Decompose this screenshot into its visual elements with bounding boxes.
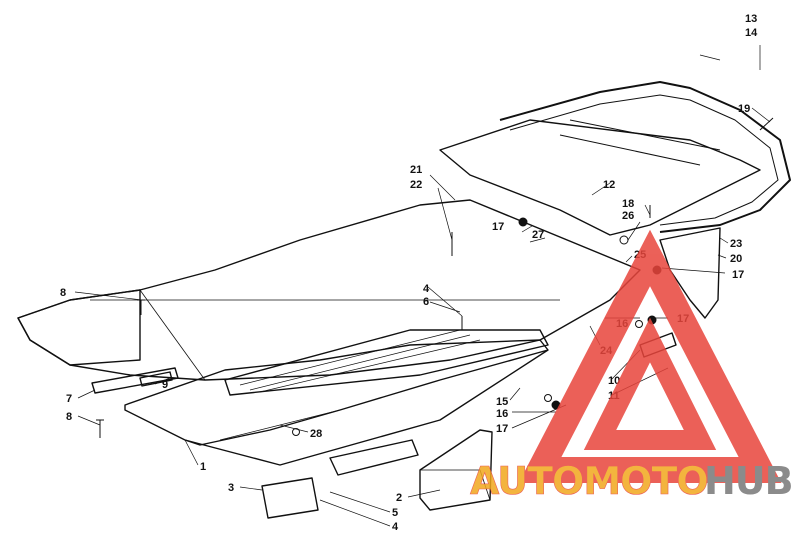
callout-4b: 4 bbox=[392, 521, 399, 533]
callout-16b: 16 bbox=[496, 408, 508, 420]
callout-8a: 8 bbox=[60, 287, 66, 299]
plate-3 bbox=[261, 477, 319, 519]
watermark-brand-right: HUB bbox=[704, 459, 793, 503]
callout-13: 13 bbox=[745, 13, 757, 25]
callout-17d: 17 bbox=[496, 423, 508, 435]
tunnel-panel bbox=[17, 199, 641, 381]
side-shield bbox=[124, 339, 549, 446]
callout-20: 20 bbox=[730, 253, 742, 265]
callout-26: 26 bbox=[622, 210, 634, 222]
watermark-brand-left: AUTOMOTO bbox=[470, 459, 708, 503]
running-board bbox=[224, 329, 549, 396]
bolt-markers bbox=[96, 117, 774, 438]
rack-crossbar bbox=[559, 119, 721, 166]
small-plate-9 bbox=[139, 371, 173, 387]
callout-21: 21 bbox=[410, 164, 422, 176]
tunnel-fold-line-2 bbox=[139, 289, 206, 381]
callout-23: 23 bbox=[730, 238, 742, 250]
callout-3: 3 bbox=[228, 482, 234, 494]
callout-6: 6 bbox=[423, 296, 429, 308]
callout-5: 5 bbox=[392, 507, 398, 519]
callout-4a: 4 bbox=[423, 283, 430, 295]
watermark-logo: AUTOMOTO HUB bbox=[470, 229, 794, 503]
bracket-7 bbox=[91, 367, 179, 394]
leader-lines bbox=[74, 45, 771, 527]
callout-28: 28 bbox=[310, 428, 322, 440]
rack-rail-outer bbox=[499, 81, 791, 233]
callout-2: 2 bbox=[396, 492, 402, 504]
flap-plate bbox=[329, 439, 419, 476]
callout-19: 19 bbox=[738, 103, 750, 115]
callout-9: 9 bbox=[162, 379, 168, 391]
callout-14: 14 bbox=[745, 27, 758, 39]
rack-rail-inner bbox=[509, 94, 779, 226]
front-section bbox=[17, 289, 141, 366]
callout-17b: 17 bbox=[732, 269, 744, 281]
callout-27: 27 bbox=[532, 229, 544, 241]
running-board-stripes bbox=[239, 329, 481, 393]
callout-8b: 8 bbox=[66, 411, 72, 423]
callout-15: 15 bbox=[496, 396, 508, 408]
callout-18: 18 bbox=[622, 198, 634, 210]
bracket-2-fold bbox=[420, 469, 491, 501]
side-shield-edge bbox=[184, 349, 549, 466]
callout-1: 1 bbox=[200, 461, 206, 473]
callout-22: 22 bbox=[410, 179, 422, 191]
callout-7: 7 bbox=[66, 393, 72, 405]
callout-12: 12 bbox=[603, 179, 615, 191]
watermark-triangle-outer bbox=[518, 229, 782, 483]
rack-deck bbox=[439, 119, 761, 236]
callout-17a: 17 bbox=[492, 221, 504, 233]
watermark-triangle-inner bbox=[583, 317, 717, 450]
